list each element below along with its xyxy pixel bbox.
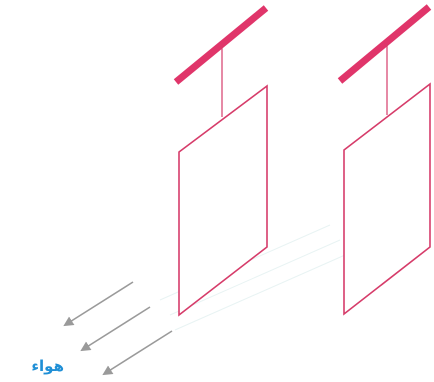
- right-hanging-plate: [340, 7, 430, 314]
- air-label: هواء: [31, 357, 64, 375]
- airflow-arrows: [65, 282, 172, 374]
- arrow-down-left-icon: [82, 307, 150, 350]
- left-hanging-plate: [176, 8, 267, 315]
- left-sheet: [179, 86, 267, 315]
- right-sheet: [344, 84, 430, 314]
- left-support-bar: [176, 8, 266, 82]
- arrow-down-left-icon: [104, 331, 172, 374]
- arrow-down-left-icon: [65, 282, 133, 325]
- right-support-bar: [340, 7, 429, 81]
